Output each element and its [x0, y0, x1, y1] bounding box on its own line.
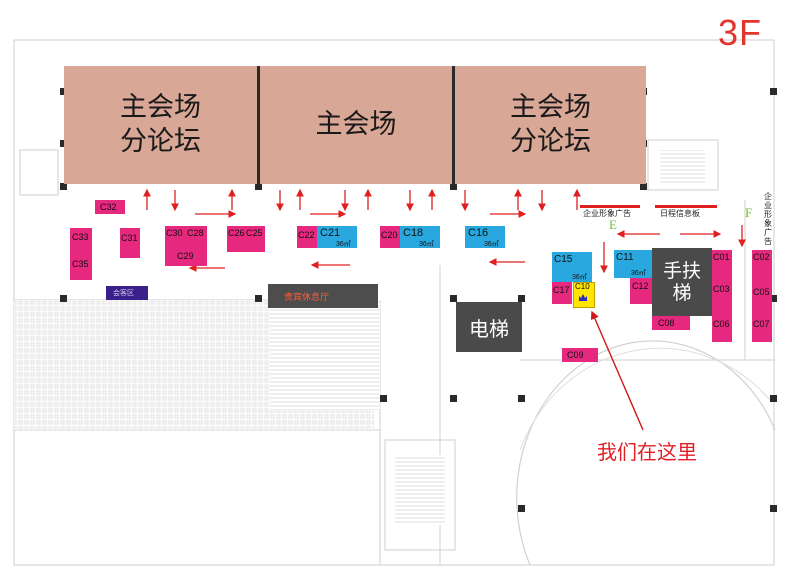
hall-left[interactable]: 主会场 分论坛 [64, 66, 257, 184]
booth-c20-label: C20 [381, 230, 398, 240]
arena-inner [519, 347, 771, 451]
main-hall-block [64, 66, 646, 184]
booth-c22[interactable] [297, 226, 317, 248]
booth-c16-label: C16 [468, 227, 489, 239]
here-pointer [590, 310, 644, 431]
escalator[interactable]: 手扶梯 [652, 248, 712, 316]
booth-c18-area: 36㎡ [419, 241, 434, 248]
booth-c31[interactable] [120, 228, 140, 258]
schedule-board-sign: 日程信息板 [660, 209, 700, 218]
hall-left-title: 主会场 [120, 92, 201, 123]
booth-c21[interactable] [317, 226, 357, 248]
booth-c33-label: C33 [72, 232, 89, 242]
small-room-label: 会客区 [113, 290, 134, 297]
booth-c17[interactable] [552, 282, 572, 304]
booth-c12[interactable] [630, 278, 652, 304]
booth-c01-c06[interactable] [712, 250, 732, 342]
corporate-ad-vertical-sign: 企业形象广告 [764, 192, 772, 246]
booth-c01-label: C01 [713, 252, 730, 262]
vip-lounge-label: 贵宾休息厅 [284, 293, 330, 303]
booth-c03-label: C03 [713, 284, 730, 294]
booth-c18-label: C18 [403, 227, 424, 239]
floor-label: 3F [718, 12, 763, 53]
booth-c17-label: C17 [553, 285, 570, 295]
booth-c15[interactable] [552, 252, 592, 282]
hall-divider [452, 66, 455, 184]
elevator-label: 电梯 [469, 316, 509, 341]
small-room[interactable] [106, 286, 148, 300]
hall-divider [257, 66, 260, 184]
booth-c22-label: C22 [298, 230, 315, 240]
marker-e: E [609, 217, 617, 232]
booth-c21-label: C21 [320, 227, 341, 239]
booth-c09-label: C09 [567, 350, 584, 360]
stair-area [270, 300, 380, 410]
escalator-label: 手扶梯 [662, 260, 701, 304]
hall-right-subtitle: 分论坛 [510, 126, 591, 157]
hall-right-title: 主会场 [510, 92, 591, 123]
booth-c25-label: C25 [246, 228, 263, 238]
elevator[interactable]: 电梯 [456, 302, 522, 352]
booth-c16-area: 36㎡ [484, 241, 499, 248]
booth-c26-c25[interactable] [227, 226, 265, 252]
booth-c32[interactable] [95, 200, 125, 214]
booth-c35-label: C35 [72, 259, 89, 269]
booth-c30-c28-c29[interactable] [165, 226, 207, 266]
booth-c02-label: C02 [753, 252, 770, 262]
you-are-here-label: 我们在这里 [597, 440, 697, 464]
booth-c08[interactable] [652, 316, 690, 330]
booth-c29-label: C29 [177, 251, 194, 261]
crown-icon [579, 294, 587, 301]
booth-c02-c07[interactable] [752, 250, 772, 342]
flow-arrows [143, 188, 746, 274]
booth-c07-label: C07 [753, 319, 770, 329]
accent-bars [580, 205, 717, 208]
stair-area-lower [395, 455, 445, 525]
hall-left-subtitle: 分论坛 [120, 126, 201, 157]
booth-c32-label: C32 [100, 202, 117, 212]
vip-lounge[interactable] [268, 284, 378, 308]
booth-c20[interactable] [380, 226, 400, 248]
booth-c15-area: 36㎡ [572, 274, 587, 281]
booth-c28-label: C28 [187, 228, 204, 238]
booth-c10[interactable] [573, 282, 595, 308]
booth-c11-label: C11 [616, 252, 634, 263]
booth-c06-label: C06 [713, 319, 730, 329]
hall-center[interactable]: 主会场 [260, 66, 452, 184]
booth-c16[interactable] [465, 226, 505, 248]
corporate-ad-sign: 企业形象广告 [583, 209, 631, 218]
booth-c12-label: C12 [632, 281, 649, 291]
hall-center-title: 主会场 [315, 109, 397, 140]
stair-area-upper [660, 150, 705, 185]
booth-c09[interactable] [562, 348, 598, 362]
booth-c33-c35[interactable] [70, 228, 92, 280]
booth-c26-label: C26 [228, 228, 245, 238]
booth-c18[interactable] [400, 226, 440, 248]
hall-right[interactable]: 主会场 分论坛 [455, 66, 646, 184]
booth-c31-label: C31 [121, 233, 138, 243]
booth-c11[interactable] [614, 250, 652, 278]
booth-c08-label: C08 [658, 318, 675, 328]
booth-c30-label: C30 [166, 228, 183, 238]
booth-c10-label: C10 [575, 282, 590, 291]
booth-c15-label: C15 [554, 254, 573, 265]
booth-c11-area: 36㎡ [631, 270, 646, 277]
booth-c05-label: C05 [753, 287, 770, 297]
marker-f: F [745, 205, 753, 220]
booth-c21-area: 36㎡ [336, 241, 351, 248]
